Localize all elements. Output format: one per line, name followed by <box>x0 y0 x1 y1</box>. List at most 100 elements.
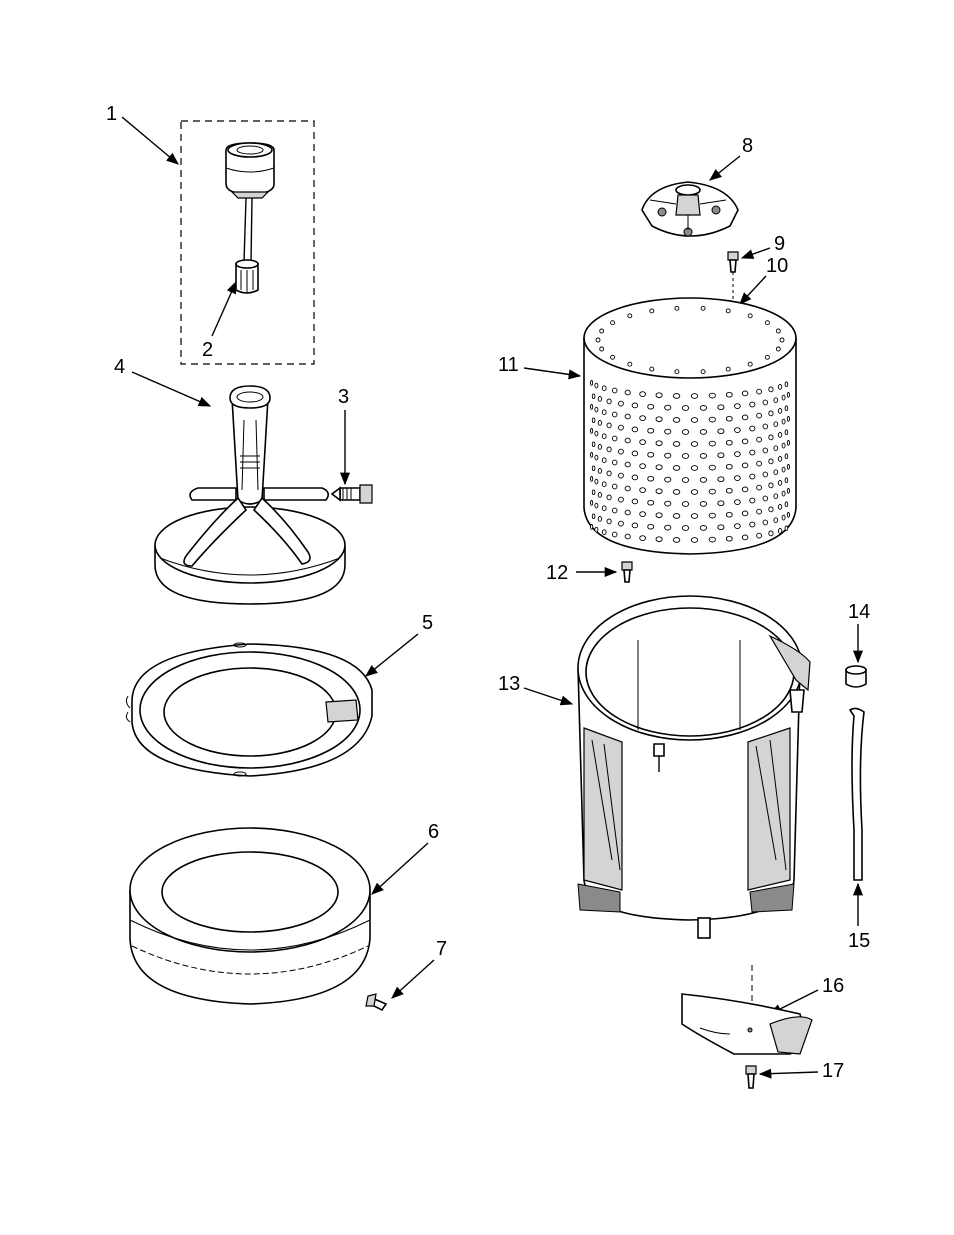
perforation-hole <box>648 524 654 529</box>
perforation-hole <box>656 537 662 542</box>
perforation-hole <box>602 506 606 511</box>
perforation-hole <box>625 534 630 539</box>
perforation-hole <box>778 385 781 390</box>
perforation-hole <box>718 453 724 458</box>
perforation-hole <box>700 454 706 459</box>
perforation-hole <box>656 393 662 398</box>
callout-9: 9 <box>774 233 785 255</box>
perforation-hole <box>787 417 789 422</box>
screw-7 <box>366 994 386 1010</box>
perforation-hole <box>785 406 788 411</box>
perforation-hole <box>782 395 785 400</box>
perforation-hole <box>700 478 706 483</box>
perforation-hole <box>787 465 789 470</box>
impeller <box>155 386 345 604</box>
perforation-hole <box>665 429 671 434</box>
perforation-hole <box>718 501 724 506</box>
perforation-hole <box>691 394 697 399</box>
perforation-hole <box>735 404 741 409</box>
perforation-hole <box>726 392 732 397</box>
perforation-hole <box>750 450 755 455</box>
perforation-hole <box>785 502 788 507</box>
perforation-hole <box>709 513 715 518</box>
perforation-hole <box>595 455 598 460</box>
perforation-hole <box>591 453 593 458</box>
perforation-hole <box>612 388 617 393</box>
perforation-hole <box>769 483 773 488</box>
leader-4 <box>132 372 210 406</box>
perforation-hole <box>763 520 768 525</box>
perforation-hole <box>632 427 638 432</box>
perforation-hole <box>735 500 741 505</box>
perforation-hole <box>742 535 748 540</box>
perforation-hole <box>763 472 768 477</box>
perforation-hole <box>776 329 780 333</box>
perforation-hole <box>591 381 593 386</box>
perforation-hole <box>757 413 762 418</box>
perforation-hole <box>700 526 706 531</box>
perforation-hole <box>673 490 679 495</box>
perforation-hole <box>592 394 595 399</box>
perforation-hole <box>709 537 715 542</box>
perforation-hole <box>602 386 606 391</box>
basket-hub <box>642 182 738 236</box>
perforation-hole <box>682 406 688 411</box>
perforation-hole <box>782 515 785 520</box>
perforation-hole <box>625 414 630 419</box>
perforation-hole <box>592 466 595 471</box>
callout-12: 12 <box>546 562 568 584</box>
perforation-hole <box>718 405 724 410</box>
perforation-hole <box>650 367 654 371</box>
perforation-hole <box>648 428 654 433</box>
perforation-hole <box>648 476 654 481</box>
perforation-hole <box>648 452 654 457</box>
perforation-hole <box>673 418 679 423</box>
perforation-hole <box>769 435 773 440</box>
perforation-hole <box>607 423 611 428</box>
perforation-hole <box>591 405 593 410</box>
perforation-hole <box>625 390 630 395</box>
perforation-hole <box>742 463 748 468</box>
perforation-hole <box>628 314 632 318</box>
perforation-hole <box>726 367 730 371</box>
perforation-hole <box>648 404 654 409</box>
perforation-hole <box>618 425 623 430</box>
perforation-hole <box>632 451 638 456</box>
callout-1: 1 <box>106 103 117 125</box>
perforation-hole <box>618 473 623 478</box>
perforation-hole <box>785 430 788 435</box>
callout-10: 10 <box>766 255 788 277</box>
leader-10 <box>740 276 766 304</box>
callout-8: 8 <box>742 135 753 157</box>
perforation-hole <box>598 397 601 402</box>
perforation-hole <box>691 442 697 447</box>
perforation-hole <box>709 417 715 422</box>
callout-16: 16 <box>822 975 844 997</box>
perforation-hole <box>675 370 679 374</box>
perforation-hole <box>765 355 769 359</box>
perforation-hole <box>665 501 671 506</box>
bushing-14 <box>846 666 866 687</box>
perforation-hole <box>750 498 755 503</box>
perforation-hole <box>787 513 789 518</box>
perforation-hole <box>591 501 593 506</box>
perforation-hole <box>618 521 623 526</box>
perforation-hole <box>673 466 679 471</box>
perforation-hole <box>763 496 768 501</box>
perforation-hole <box>769 387 773 392</box>
perforation-hole <box>780 338 784 342</box>
callout-3: 3 <box>338 386 349 408</box>
outer-tub <box>578 596 810 938</box>
perforation-hole <box>700 406 706 411</box>
leader-8 <box>710 156 740 180</box>
perforation-hole <box>782 419 785 424</box>
perforation-hole <box>742 511 748 516</box>
perforation-hole <box>778 457 781 462</box>
leader-6 <box>372 843 428 894</box>
perforation-hole <box>726 464 732 469</box>
agitator-coupler <box>236 260 258 293</box>
perforation-hole <box>757 461 762 466</box>
agitator-kit <box>181 121 314 364</box>
perforation-hole <box>656 465 662 470</box>
perforation-hole <box>776 347 780 351</box>
